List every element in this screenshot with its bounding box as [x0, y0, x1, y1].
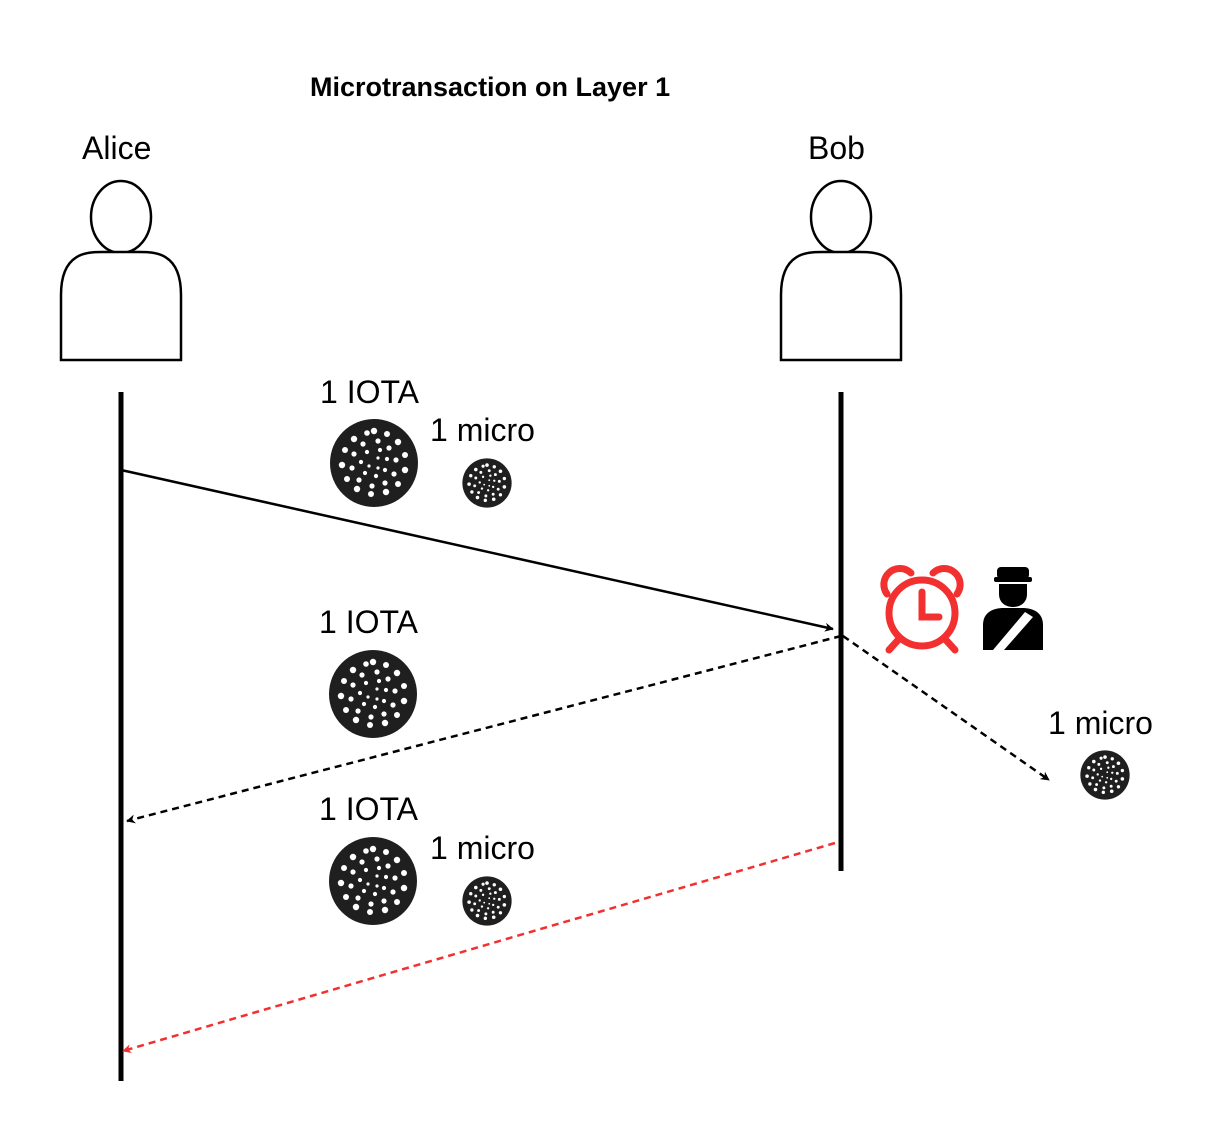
actor-name-bob: Bob [808, 130, 865, 166]
message-4-iota-label: 1 IOTA [319, 791, 418, 827]
message-1-micro-label: 1 micro [430, 412, 535, 448]
actor-bob-icon [779, 179, 903, 362]
actor-alice-icon [59, 179, 183, 362]
message-arrow-alice-to-bob [120, 468, 834, 632]
iota-coin-icon [330, 419, 418, 507]
actor-name-alice: Alice [82, 130, 152, 166]
officer-icon [983, 567, 1043, 650]
iota-coin-icon [329, 837, 417, 925]
message-4-micro-label: 1 micro [430, 830, 535, 866]
message-arrow-bob-to-external [842, 634, 1050, 782]
message-arrow-bob-to-alice [126, 634, 842, 824]
iota-coin-icon [462, 458, 512, 508]
message-arrow-refund [122, 841, 836, 1054]
iota-coin-icon [462, 876, 512, 926]
message-3-micro-label: 1 micro [1048, 705, 1153, 741]
message-1-iota-label: 1 IOTA [320, 374, 419, 410]
iota-coin-icon [1080, 750, 1130, 800]
alarm-clock-icon [880, 565, 964, 654]
message-2-iota-label: 1 IOTA [319, 604, 418, 640]
diagram-title: Microtransaction on Layer 1 [310, 72, 671, 102]
iota-coin-icon [329, 650, 417, 738]
